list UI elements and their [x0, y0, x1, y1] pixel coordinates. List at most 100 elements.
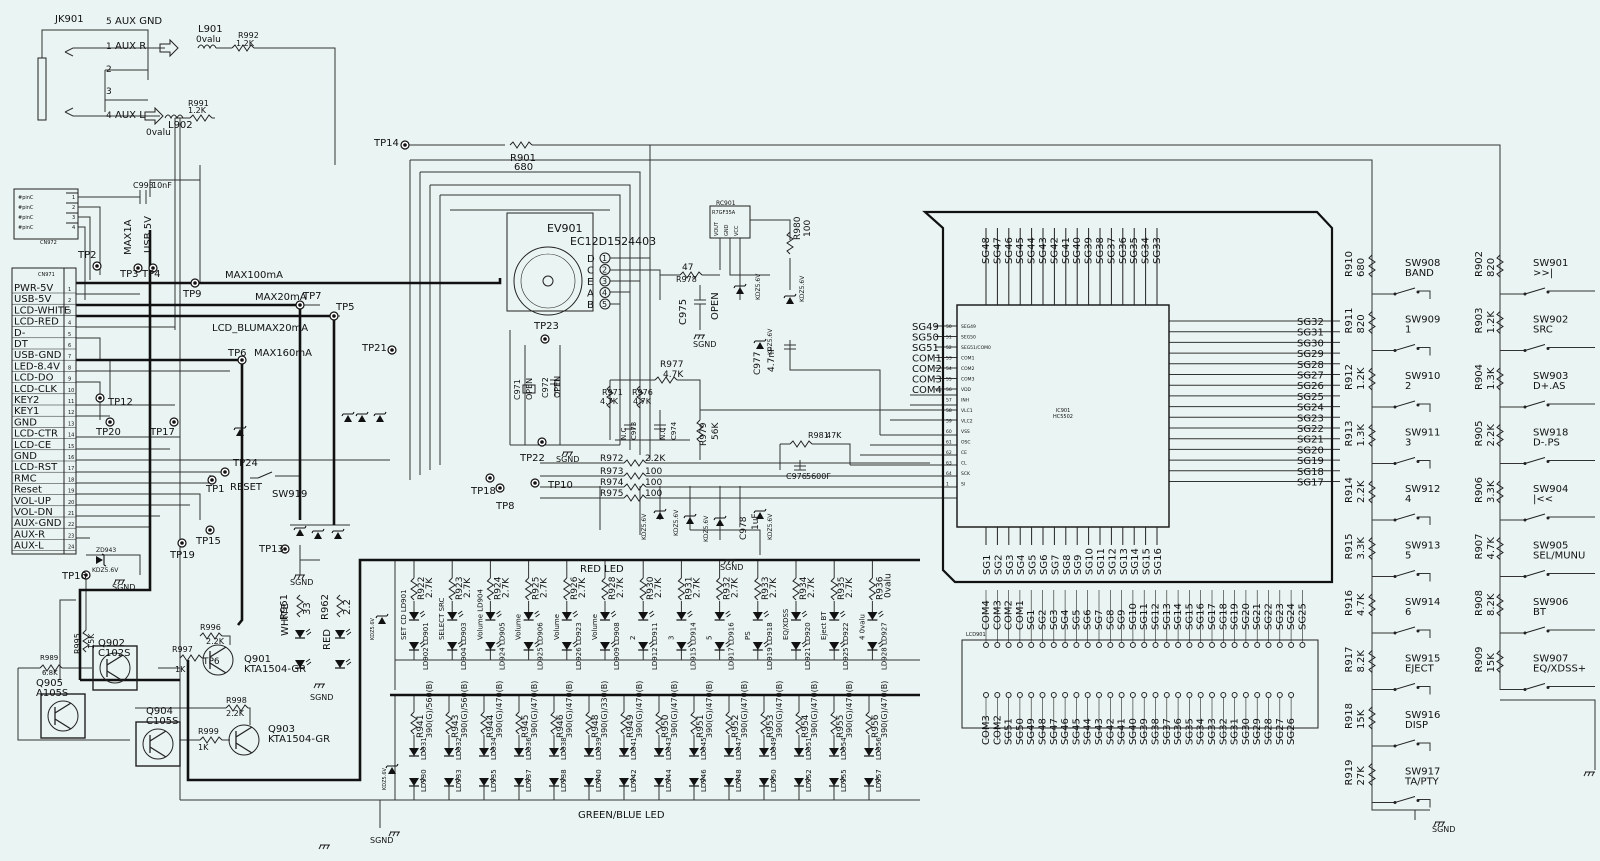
label: 2.7K	[845, 577, 855, 598]
net-max160: MAX160mA	[254, 348, 312, 359]
ic901-top-pin: SG33	[1152, 237, 1163, 264]
label: SGND	[720, 563, 743, 572]
led-function-label: EQ/XDSS	[782, 608, 790, 640]
lcd-pin	[1163, 692, 1170, 698]
ic901-bottom-pin: SG2	[993, 555, 1004, 575]
label: 1.3K	[1356, 424, 1367, 447]
label: 390(G)/470(B)	[495, 681, 504, 738]
encoder-knob-ring	[520, 253, 576, 309]
label: KDZ5.6V	[799, 275, 806, 302]
lcd-top-pin: COM1	[1015, 600, 1026, 630]
ic901-bottom-pin: SG12	[1107, 548, 1118, 575]
ic901-pin-num: 55	[946, 377, 952, 383]
lcd-pin	[1129, 642, 1136, 648]
wire	[1372, 573, 1431, 582]
red-led-ld901	[408, 610, 426, 621]
wire	[1500, 573, 1595, 577]
label: R924	[493, 576, 503, 600]
lcd-bottom-pin: SG36	[1173, 718, 1184, 745]
red-label: RED	[322, 629, 333, 650]
label: C993	[133, 181, 154, 190]
ic901-pin-num: 57	[946, 398, 952, 404]
label: R912	[1344, 364, 1355, 390]
switch-ref: SW914	[1405, 597, 1440, 608]
lcd-top-pin: SG8	[1105, 610, 1116, 630]
wire	[1372, 742, 1431, 751]
ic901-pin-num: 50	[946, 324, 952, 330]
ic901-top-pin: SG47	[992, 237, 1003, 264]
tp9	[190, 278, 200, 288]
test-point-label: TP5	[335, 302, 355, 313]
label: R932	[723, 577, 733, 600]
red-led-ld916	[713, 610, 732, 621]
lcd-bottom-pin: SG26	[1286, 718, 1297, 745]
switch-contact	[1524, 570, 1546, 577]
lcd-pin	[1163, 642, 1170, 648]
lcd-pin	[1231, 642, 1238, 648]
ic901-bottom-pin: SG3	[1005, 555, 1016, 575]
wire	[17, 635, 251, 741]
ic901-bottom-pin: SG1	[982, 555, 993, 575]
cn971-pin-label: D-	[14, 328, 26, 339]
jk901-pin-num: 3	[106, 87, 112, 97]
ic901-right-pin: SG28	[1297, 360, 1324, 371]
ic901-top-pin: SG37	[1106, 237, 1117, 264]
ic901-bottom-pin: SG6	[1039, 555, 1050, 575]
label: R930	[646, 576, 656, 600]
led-ref: LD925	[537, 647, 545, 670]
label: 4.7nF	[767, 347, 777, 372]
label: 1.2K	[236, 39, 255, 48]
cn971-pin-num: 24	[68, 545, 74, 551]
switch-node	[1393, 688, 1397, 691]
lcd-pin	[1276, 642, 1283, 648]
switch-node	[1393, 292, 1397, 296]
label: KDZ5.6V	[703, 515, 710, 542]
label: R952	[731, 715, 741, 738]
label: 4.7K	[1486, 537, 1497, 560]
ic901-right-pin: SG31	[1297, 328, 1324, 339]
label: KDZ5.6V	[755, 273, 762, 300]
test-point-label: TP8	[495, 501, 515, 512]
label: RC901	[716, 200, 736, 207]
label: 1.2K	[188, 106, 207, 115]
ic901-left-pin: SG49	[912, 322, 939, 333]
cn971-pin-num: 17	[68, 466, 74, 472]
lcd-pin	[1050, 642, 1057, 648]
zener-diode	[95, 553, 107, 567]
red-led-ld918	[752, 610, 770, 621]
ic901-pin-num: 56	[946, 387, 952, 393]
switch-ref: SW904	[1533, 484, 1568, 495]
display-module-outline	[922, 210, 1334, 584]
label: SGND	[112, 583, 135, 592]
transistor-part: KTA1504-GR	[244, 664, 306, 675]
label: R961	[279, 594, 290, 620]
label: R971	[602, 388, 623, 397]
cn971-pin-label: LCD-RED	[14, 317, 59, 328]
zener-diode	[733, 283, 747, 295]
ic901-bottom-pin: SG13	[1119, 548, 1130, 575]
label: 2.7K	[616, 577, 626, 598]
lcd-pin	[1186, 642, 1193, 648]
wire	[1372, 686, 1431, 695]
switch-sw919	[257, 471, 273, 479]
switch-ref: SW901	[1533, 258, 1568, 269]
label: C971	[513, 379, 522, 400]
label: 390(G)/470(B)	[530, 681, 539, 738]
ic901-pin-num: 64	[946, 471, 952, 477]
switch-ref: SW902	[1533, 315, 1568, 326]
switch-label: SEL/MUNU	[1533, 551, 1585, 562]
lcd-bottom-pin: SG41	[1117, 718, 1128, 745]
wire	[1372, 799, 1431, 808]
label: R934	[799, 576, 809, 600]
cn971-pin-num: 6	[68, 343, 71, 349]
label: R977	[660, 360, 683, 370]
label: 0valu	[883, 573, 893, 598]
lcd-bottom-pin: SG40	[1128, 718, 1139, 745]
led-ref: LD919	[766, 647, 774, 670]
wire	[1500, 686, 1595, 690]
lcd-pin	[994, 642, 1001, 648]
jk901-pin-num: 5	[106, 17, 112, 27]
label: R992	[238, 31, 259, 40]
tp17	[169, 417, 179, 427]
ic901-right-pin: SG30	[1297, 338, 1324, 349]
